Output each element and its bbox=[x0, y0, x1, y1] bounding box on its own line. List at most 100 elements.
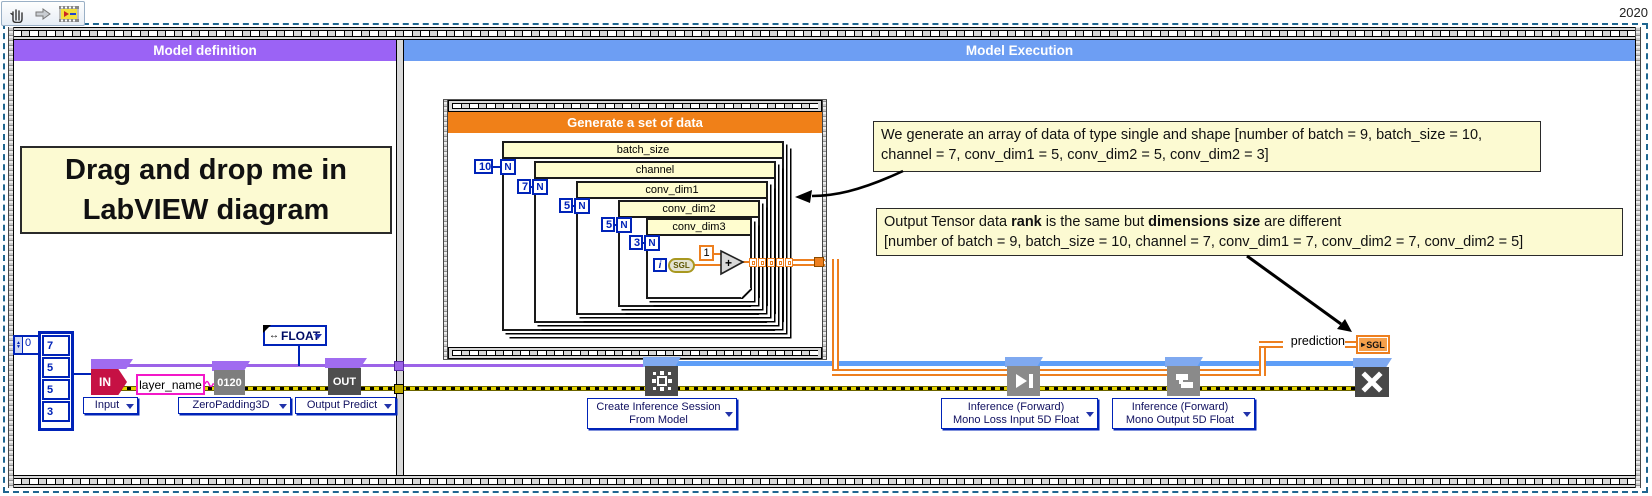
loop-count-terminal[interactable]: N bbox=[500, 159, 516, 175]
model-wire bbox=[124, 364, 648, 367]
array-cell[interactable]: 5 bbox=[42, 379, 70, 400]
wire bbox=[712, 253, 722, 255]
loop-label[interactable]: channel bbox=[536, 163, 774, 179]
generate-border-right bbox=[822, 100, 827, 359]
count-constant[interactable]: 3 bbox=[629, 235, 643, 250]
input-selector[interactable]: Input bbox=[83, 397, 138, 414]
year-badge: 2020 bbox=[1619, 5, 1648, 20]
generate-title: Generate a set of data bbox=[567, 115, 703, 130]
corner-fold-icon bbox=[263, 325, 271, 333]
sequence-border-bottom bbox=[8, 475, 1641, 488]
page-curl-icon bbox=[749, 296, 760, 307]
add-node[interactable]: + bbox=[719, 249, 745, 276]
output-predict-selector[interactable]: Output Predict bbox=[295, 397, 396, 414]
enum-wire bbox=[298, 346, 300, 366]
zeropadding-selector[interactable]: ZeroPadding3D bbox=[178, 397, 291, 414]
frame-tunnel-model bbox=[394, 361, 404, 371]
array-index-box[interactable]: ▲▼ 0 bbox=[13, 335, 41, 355]
for-loop-conv-dim1[interactable]: conv_dim1 bbox=[576, 181, 768, 315]
output-node-band bbox=[325, 358, 367, 368]
sgl-coercion[interactable]: SGL bbox=[668, 258, 695, 273]
loop-label[interactable]: conv_dim3 bbox=[648, 220, 750, 236]
vi-snippet-icon[interactable] bbox=[57, 3, 81, 24]
inference-output-selector[interactable]: Inference (Forward) Mono Output 5D Float bbox=[1112, 398, 1255, 429]
comment-generate-data[interactable]: We generate an array of data of type sin… bbox=[873, 121, 1541, 172]
count-constant[interactable]: 5 bbox=[601, 217, 615, 232]
array-wire bbox=[72, 373, 94, 375]
run-arrow-icon[interactable] bbox=[31, 3, 55, 24]
wire bbox=[694, 264, 722, 266]
loop-count-terminal[interactable]: 5N bbox=[574, 198, 590, 214]
input-node[interactable]: IN bbox=[91, 369, 127, 395]
prediction-label[interactable]: prediction bbox=[1283, 334, 1345, 350]
loop-label[interactable]: batch_size bbox=[504, 143, 782, 159]
count-constant[interactable]: 5 bbox=[559, 198, 573, 213]
loop-count-terminal[interactable]: N bbox=[532, 179, 548, 195]
zeropadding-node[interactable]: 0120 bbox=[214, 370, 245, 395]
count-constant[interactable]: 10 bbox=[474, 159, 493, 174]
string-wire bbox=[205, 380, 216, 388]
page-curl-icon bbox=[741, 288, 752, 299]
loop-label[interactable]: conv_dim2 bbox=[620, 202, 758, 218]
for-loop-channel[interactable]: channel bbox=[534, 161, 776, 323]
inference-loss-band bbox=[1005, 357, 1043, 367]
comment-line1: Output Tensor data rank is the same but … bbox=[884, 214, 1342, 230]
zeropadding-node-band bbox=[212, 361, 250, 371]
loop-label[interactable]: conv_dim1 bbox=[578, 183, 766, 199]
inference-loss-node[interactable] bbox=[1007, 366, 1040, 396]
comment-text: We generate an array of data of type sin… bbox=[881, 127, 1483, 163]
for-loop-conv-dim2[interactable]: conv_dim2 bbox=[618, 200, 760, 307]
chevron-down-icon bbox=[1243, 411, 1251, 417]
loop-tunnel bbox=[767, 258, 775, 267]
loop-iteration-terminal[interactable]: i bbox=[653, 258, 667, 272]
data-wire-5d bbox=[793, 259, 825, 266]
page-curl-icon bbox=[757, 304, 768, 315]
layer-name-string-constant[interactable]: layer_name bbox=[136, 374, 205, 395]
array-cell[interactable]: 7 bbox=[42, 335, 70, 356]
input-node-band bbox=[91, 359, 133, 369]
chevron-down-icon bbox=[314, 333, 322, 339]
index-spinner-icon[interactable]: ▲▼ bbox=[15, 337, 23, 353]
float-enum[interactable]: FLOAT bbox=[263, 325, 327, 346]
for-loop-batch-size[interactable]: batch_size bbox=[502, 141, 784, 331]
loop-tunnel bbox=[758, 258, 766, 267]
x-icon bbox=[1361, 371, 1383, 393]
create-session-band bbox=[643, 357, 681, 367]
numeric-constant-one[interactable]: 1 bbox=[699, 245, 714, 261]
frame-header-model-definition: Model definition bbox=[14, 40, 396, 61]
output-node[interactable]: OUT bbox=[328, 368, 361, 395]
inference-output-node[interactable] bbox=[1167, 366, 1200, 396]
toolbar bbox=[1, 1, 85, 26]
loop-tunnel bbox=[749, 258, 757, 267]
wire bbox=[492, 166, 502, 168]
array-constant[interactable]: 7 5 5 3 bbox=[38, 331, 74, 431]
array-cell[interactable]: 5 bbox=[42, 357, 70, 378]
close-session-node[interactable] bbox=[1355, 367, 1389, 397]
generate-header: Generate a set of data bbox=[448, 112, 822, 133]
chevron-down-icon bbox=[725, 411, 733, 417]
create-session-node[interactable] bbox=[645, 366, 678, 396]
inference-loss-selector[interactable]: Inference (Forward) Mono Loss Input 5D F… bbox=[941, 398, 1098, 429]
loop-count-terminal[interactable]: N bbox=[616, 217, 632, 233]
generate-border-bottom bbox=[448, 347, 822, 359]
frame-title: Model definition bbox=[153, 43, 257, 58]
page-curl-icon bbox=[765, 312, 776, 323]
loop-count-terminal[interactable]: N bbox=[644, 235, 660, 251]
create-session-selector[interactable]: Create Inference Session From Model bbox=[587, 398, 737, 429]
prediction-sgl-indicator[interactable]: SGL bbox=[1356, 335, 1390, 354]
generate-border-left bbox=[443, 100, 448, 359]
hand-tool-icon[interactable] bbox=[5, 3, 29, 24]
array-index-value: 0 bbox=[25, 337, 32, 349]
loop-tunnel bbox=[785, 258, 793, 267]
drag-drop-note[interactable]: Drag and drop me in LabVIEW diagram bbox=[20, 146, 392, 234]
chip-icon bbox=[651, 371, 672, 391]
offset-blocks-icon bbox=[1175, 374, 1193, 388]
wire bbox=[742, 261, 752, 263]
array-cell[interactable]: 3 bbox=[42, 401, 70, 422]
comment-output-tensor[interactable]: Output Tensor data rank is the same but … bbox=[876, 208, 1623, 256]
data-wire-5d bbox=[832, 259, 839, 376]
chevron-down-icon bbox=[384, 403, 392, 409]
count-constant[interactable]: 7 bbox=[517, 179, 531, 194]
loop-tunnel bbox=[776, 258, 784, 267]
frame-tunnel-error bbox=[394, 384, 404, 394]
